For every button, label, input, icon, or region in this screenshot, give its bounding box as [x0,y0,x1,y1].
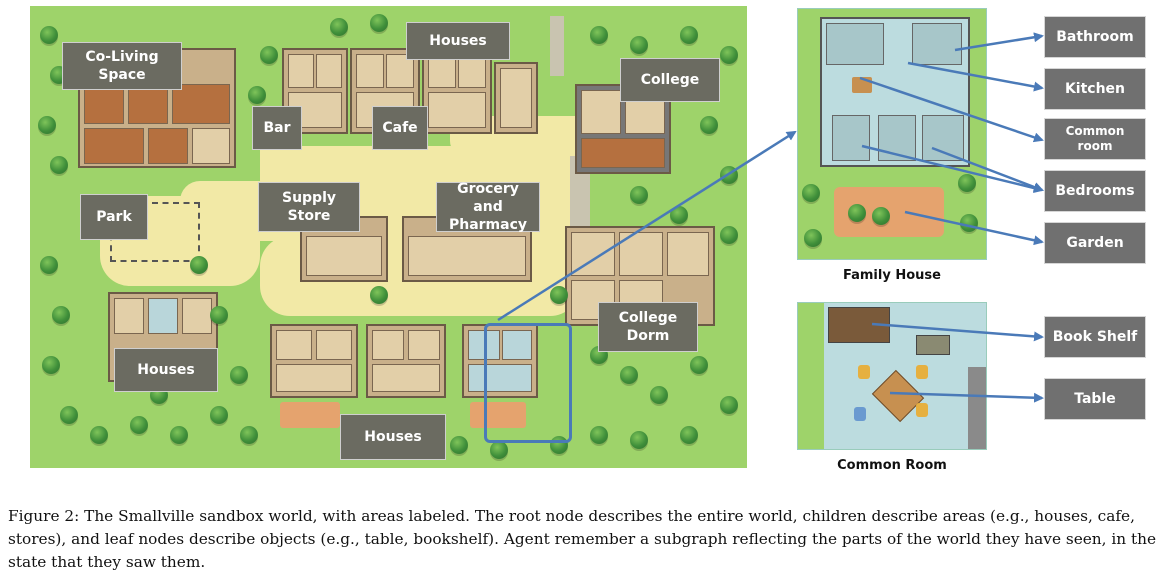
node-bathroom: Bathroom [1044,16,1146,58]
arrow-kitchen [907,61,1044,92]
arrow-bedrooms-2 [931,146,1044,192]
family-house-title: Family House [843,268,941,283]
label-college-dorm: College Dorm [598,302,698,352]
arrow-common-room [859,76,1044,143]
arrow-book-shelf [871,322,1044,342]
family-house-panel [797,8,987,260]
smallville-map: Co-Living Space Houses College Bar Cafe … [30,6,747,468]
house-building [494,62,538,134]
figure-caption-label: Figure 2: [8,507,80,525]
house-building [270,324,358,398]
road [570,156,590,236]
road [550,16,564,76]
label-bar: Bar [252,106,302,150]
label-grocery-pharmacy: Grocery and Pharmacy [436,181,540,233]
node-table: Table [1044,378,1146,420]
node-garden: Garden [1044,222,1146,264]
figure-caption-text: The Smallville sandbox world, with areas… [8,507,1157,571]
node-kitchen: Kitchen [1044,68,1146,110]
node-book-shelf: Book Shelf [1044,316,1146,358]
arrow-garden [904,210,1044,246]
label-houses-top: Houses [406,22,510,60]
highlight-family-house [484,323,572,443]
label-park: Park [80,194,148,240]
family-house-floor [820,17,970,167]
label-college: College [620,58,720,102]
arrow-bedrooms-1 [861,144,1044,193]
label-co-living-space: Co-Living Space [62,42,182,90]
node-common-room: Common room [1044,118,1146,160]
zoom-arrow [497,130,797,322]
arrow-bathroom [954,32,1044,52]
node-bedrooms: Bedrooms [1044,170,1146,212]
garden-plot [280,402,340,428]
common-room-title: Common Room [837,458,947,473]
connector-arrows [497,32,1044,403]
label-supply-store: Supply Store [258,182,360,232]
figure-caption: Figure 2: The Smallville sandbox world, … [8,505,1168,574]
arrow-table [889,391,1044,403]
garden-plot [470,402,526,428]
house-building [366,324,446,398]
label-cafe: Cafe [372,106,428,150]
house-building [282,48,348,134]
label-houses-left: Houses [114,348,218,392]
label-houses-bottom: Houses [340,414,446,460]
